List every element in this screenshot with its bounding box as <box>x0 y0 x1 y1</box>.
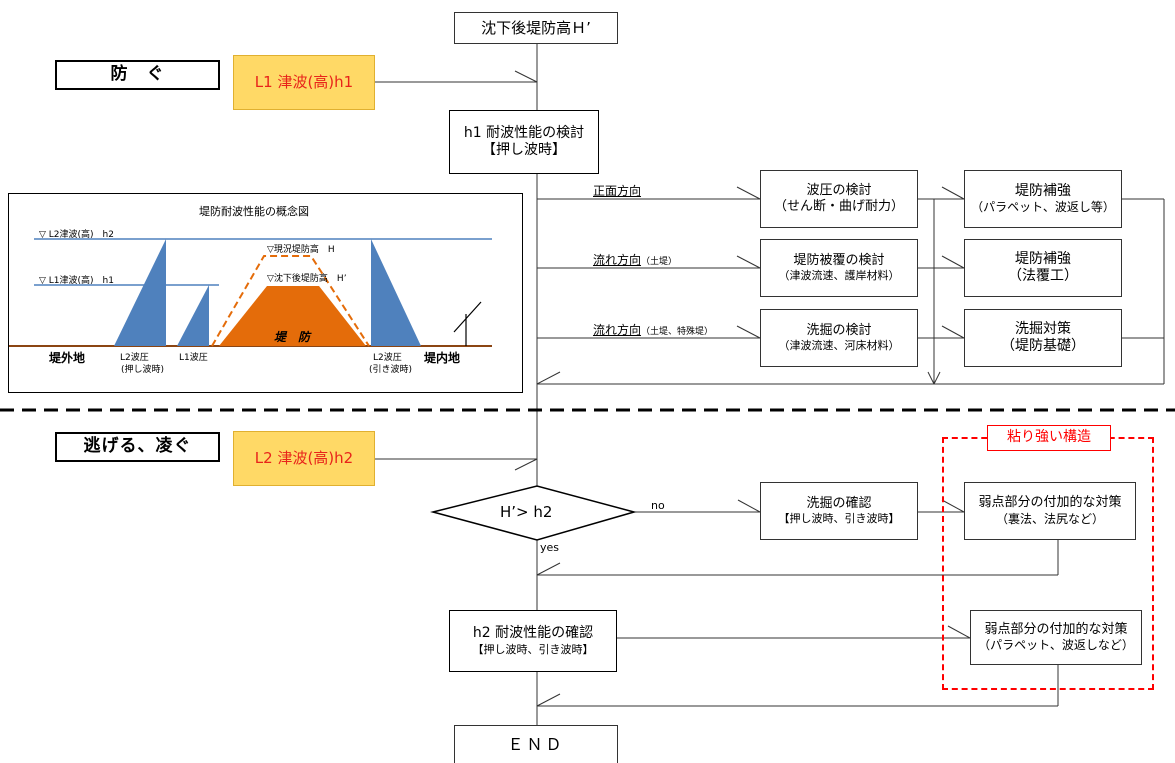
h2-wave-resistance-confirm: h2 耐波性能の確認 【押し波時、引き波時】 <box>449 610 617 672</box>
input-l1-tsunami: L1 津波(高)h1 <box>233 55 375 110</box>
l2-push-label: L2波圧 <box>120 353 149 363</box>
end-label: ＥＮＤ <box>507 734 565 754</box>
l1-pressure <box>177 285 209 346</box>
concept-title: 堤防耐波性能の概念図 <box>199 205 309 218</box>
decision-text: H’> h2 <box>500 503 553 521</box>
l2-push-note: (押し波時) <box>121 365 165 375</box>
end-box: ＥＮＤ <box>454 725 618 763</box>
l2-push-pressure <box>114 239 166 346</box>
direction-flow-special: 流れ方向（土堤、特殊堤） <box>593 323 714 337</box>
direction-flow-earth: 流れ方向（土堤） <box>593 253 678 267</box>
current-levee-outline <box>211 255 370 347</box>
weak-point-measure-back-slope: 弱点部分の付加的な対策 （裏法、法尻など） <box>964 482 1136 540</box>
settled-levee <box>219 286 366 346</box>
current-height-label: ▽現況堤防高 H <box>267 245 335 255</box>
l1-level-label: ▽ L1津波(高) h1 <box>39 276 114 286</box>
decision-diamond <box>430 485 637 541</box>
l2-pull-note: (引き波時) <box>369 365 413 375</box>
l2-pull-pressure <box>371 239 421 346</box>
decision-no-label: no <box>651 499 665 512</box>
inside-land-label: 堤内地 <box>424 351 461 365</box>
section-defend-label: 防 ぐ <box>55 60 220 90</box>
l2-level-label: ▽ L2津波(高) h2 <box>39 230 114 240</box>
levee-reinforcement-parapet: 堤防補強 （パラペット、波返し等） <box>964 170 1122 228</box>
l1-pressure-label: L1波圧 <box>179 353 208 363</box>
levee-label: 堤 防 <box>274 330 311 344</box>
h1-wave-resistance-check: h1 耐波性能の検討 【押し波時】 <box>449 110 599 174</box>
l2-pull-label: L2波圧 <box>373 353 402 363</box>
input-l2-tsunami: L2 津波(高)h2 <box>233 431 375 486</box>
scour-confirm: 洗掘の確認 【押し波時、引き波時】 <box>760 482 918 540</box>
outside-land-label: 堤外地 <box>49 351 86 365</box>
start-label: 沈下後堤防高Ｈ’ <box>481 18 591 37</box>
concept-diagram-graphic <box>9 238 492 347</box>
settled-height-label: ▽沈下後堤防高 H’ <box>267 274 347 284</box>
levee-coating-check: 堤防被覆の検討 （津波流速、護岸材料） <box>760 239 918 297</box>
scour-countermeasure: 洗掘対策 （堤防基礎） <box>964 309 1122 367</box>
start-box: 沈下後堤防高Ｈ’ <box>454 12 618 44</box>
wave-pressure-check: 波圧の検討 （せん断・曲げ耐力） <box>760 170 918 228</box>
direction-front: 正面方向 <box>593 184 642 198</box>
resilient-structure-title: 粘り強い構造 <box>987 425 1111 451</box>
scour-check: 洗掘の検討 （津波流速、河床材料） <box>760 309 918 367</box>
concept-diagram-panel: 堤防耐波性能の概念図 ▽ L2津波(高) h2 ▽ L1津波(高) h1 ▽現況… <box>8 193 523 393</box>
section-escape-label: 逃げる、凌ぐ <box>55 432 220 462</box>
decision-yes-label: yes <box>540 541 560 554</box>
weak-point-measure-parapet: 弱点部分の付加的な対策 （パラペット、波返しなど） <box>970 610 1142 665</box>
levee-reinforcement-revetment: 堤防補強 （法覆工） <box>964 239 1122 297</box>
